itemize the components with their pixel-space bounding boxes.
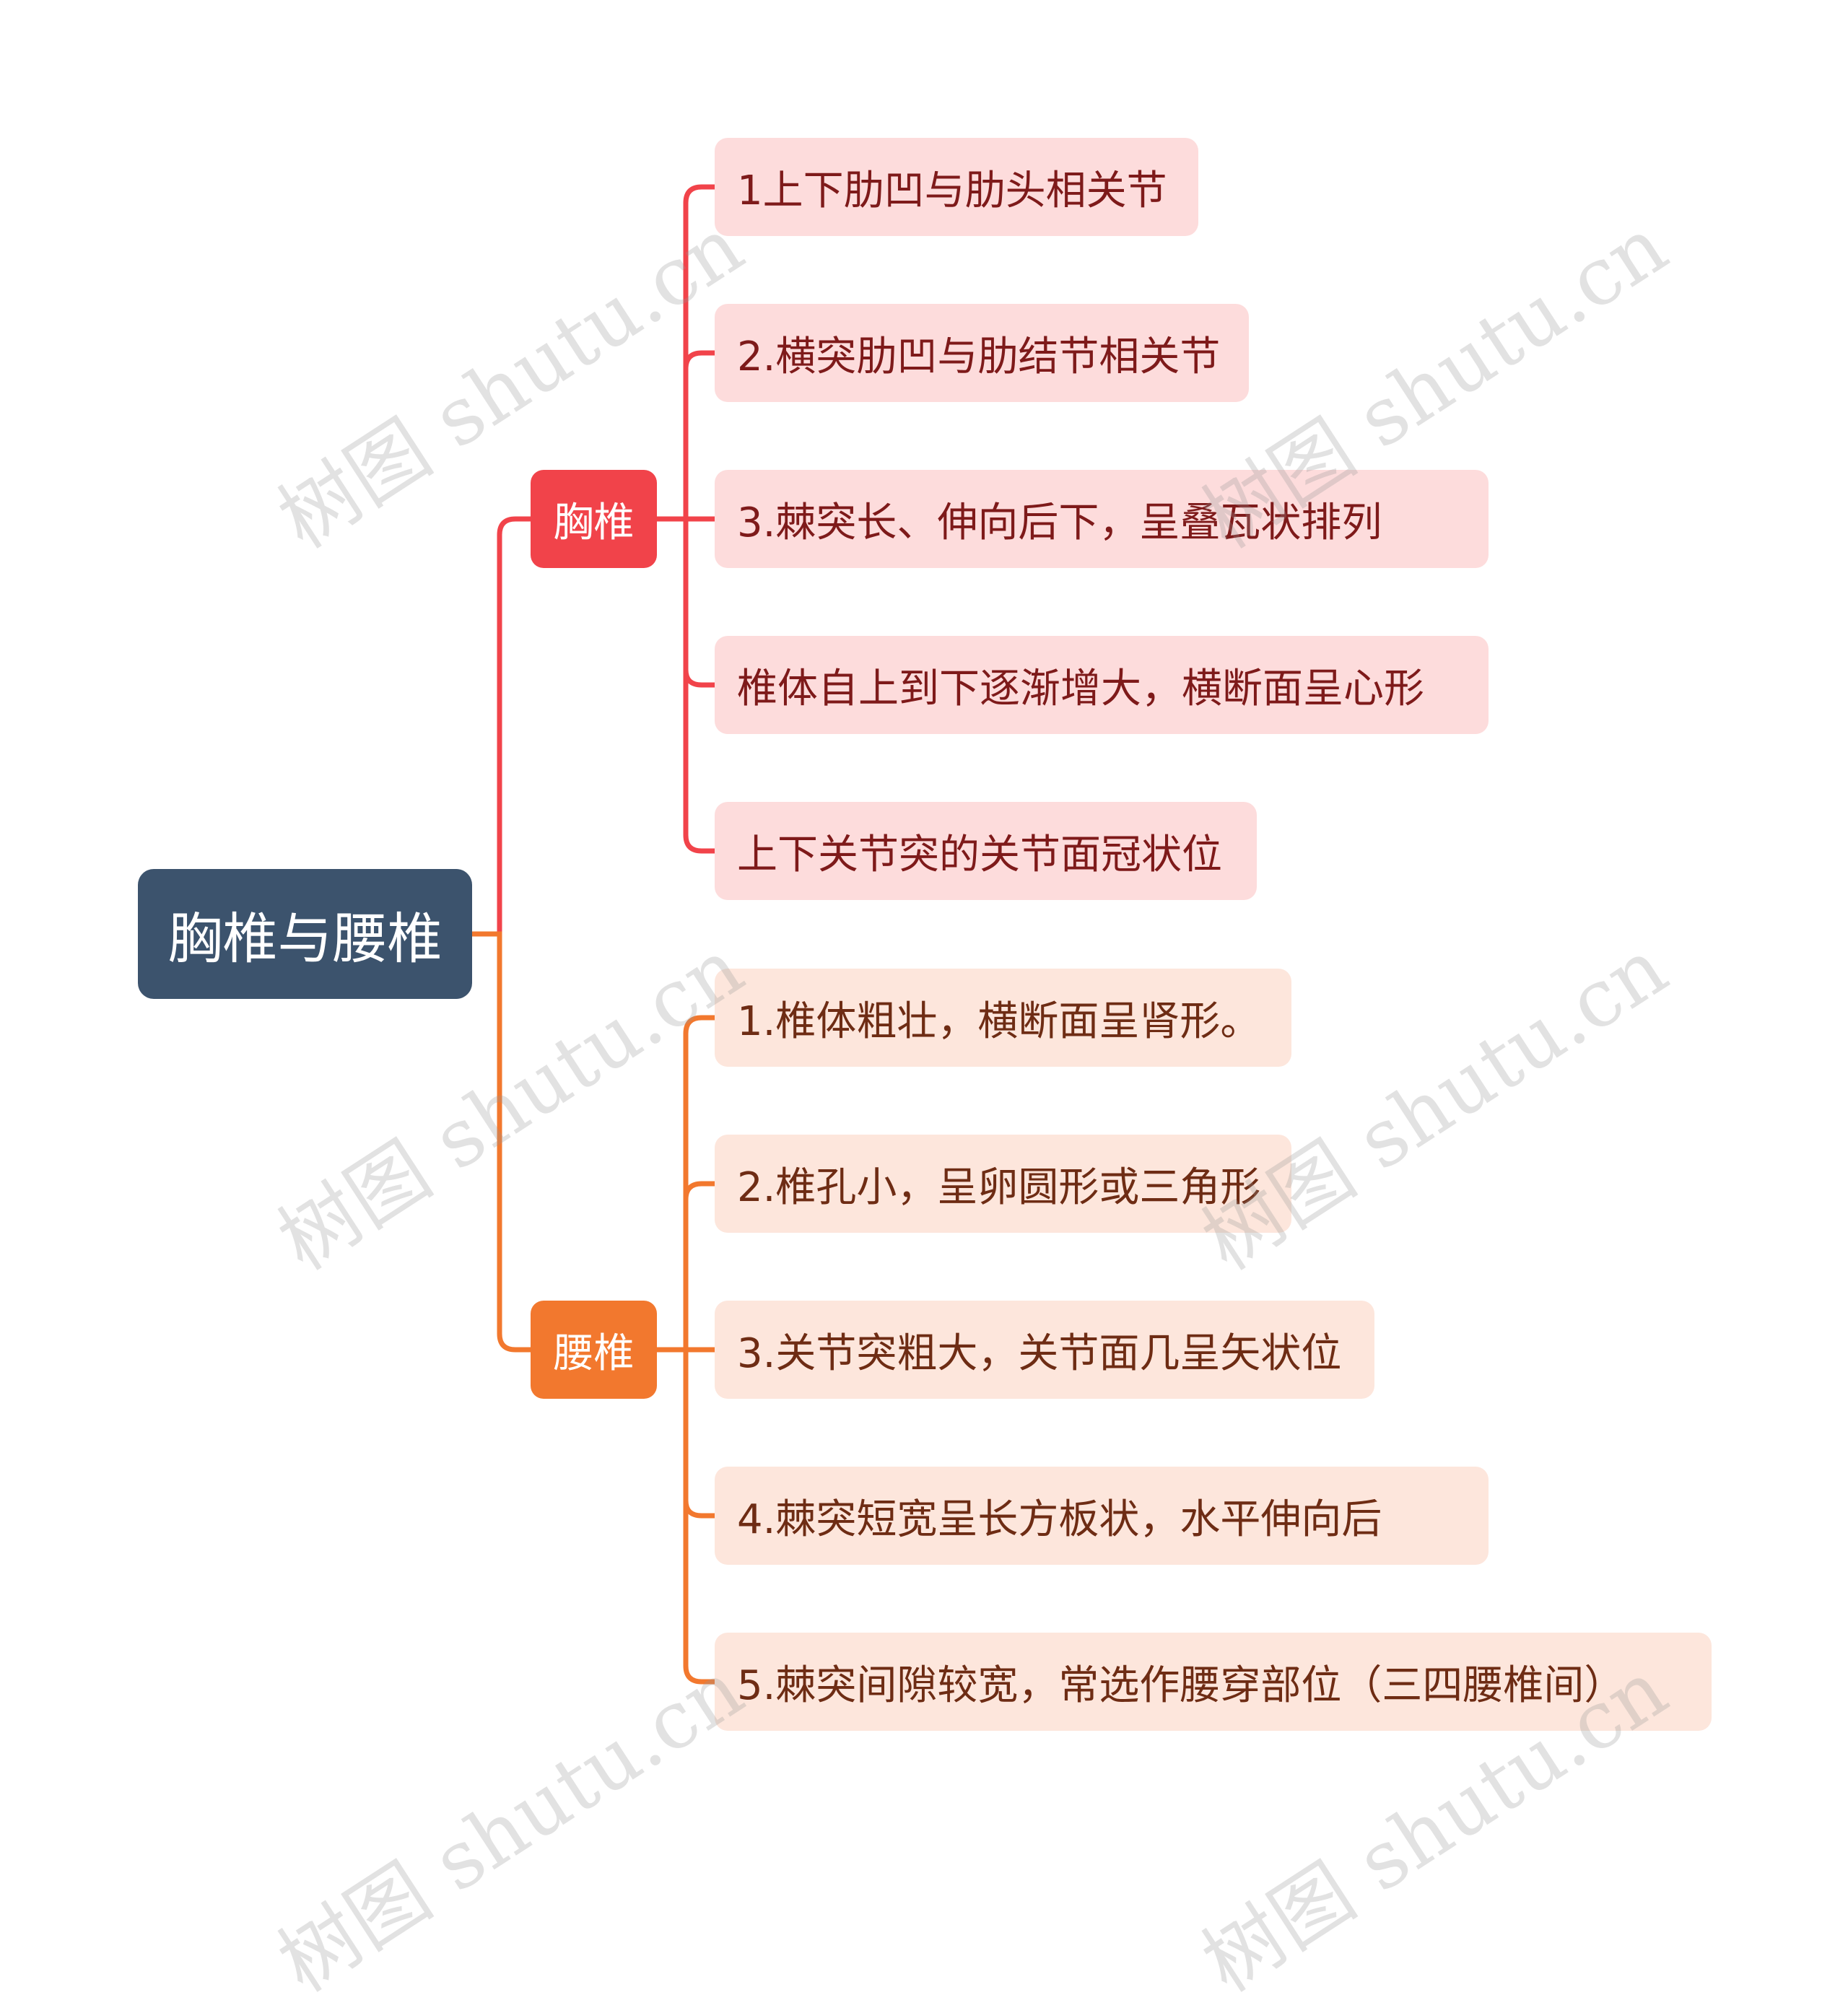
leaf-label: 1.椎体粗壮，横断面呈肾形。	[737, 997, 1261, 1045]
leaf-node[interactable]: 1.椎体粗壮，横断面呈肾形。	[715, 969, 1291, 1067]
leaf-label: 2.椎孔小，呈卵圆形或三角形	[737, 1163, 1261, 1211]
leaf-node[interactable]: 4.棘突短宽呈长方板状，水平伸向后	[715, 1467, 1489, 1565]
leaf-node[interactable]: 3.棘突长、伸向后下，呈叠瓦状排列	[715, 470, 1489, 568]
connector-lumbar-leaf-5	[683, 1501, 715, 1685]
branch-node-chest[interactable]: 胸椎	[531, 470, 657, 568]
leaf-label: 2.横突肋凹与肋结节相关节	[737, 333, 1221, 380]
leaf-label: 1上下肋凹与肋头相关节	[737, 167, 1167, 214]
connector-lines	[472, 184, 715, 1685]
root-label: 胸椎与腰椎	[167, 907, 443, 971]
branch-node-lumbar[interactable]: 腰椎	[531, 1301, 657, 1399]
leaf-label: 3.关节突粗大，关节面几呈矢状位	[737, 1329, 1342, 1377]
connector-chest-leaf-4	[683, 519, 715, 688]
connector-lumbar-leaf-2	[683, 1181, 715, 1200]
connector-root-chest	[472, 516, 531, 937]
branch-label: 腰椎	[553, 1329, 635, 1377]
leaf-node[interactable]: 2.椎孔小，呈卵圆形或三角形	[715, 1135, 1291, 1233]
leaf-label: 椎体自上到下逐渐增大，横断面呈心形	[737, 665, 1424, 712]
connector-lumbar-leaf-4	[683, 1350, 715, 1519]
leaf-label: 4.棘突短宽呈长方板状，水平伸向后	[737, 1495, 1382, 1543]
leaf-node[interactable]: 3.关节突粗大，关节面几呈矢状位	[715, 1301, 1374, 1399]
connector-root-lumbar	[472, 931, 531, 1353]
connector-chest-leaf-1	[683, 184, 715, 519]
leaf-label: 上下关节突的关节面冠状位	[737, 831, 1222, 878]
leaf-node[interactable]: 椎体自上到下逐渐增大，横断面呈心形	[715, 636, 1489, 734]
connector-lumbar-leaf-1	[683, 1015, 715, 1350]
leaf-label: 3.棘突长、伸向后下，呈叠瓦状排列	[737, 499, 1382, 546]
leaf-node[interactable]: 5.棘突间隙较宽，常选作腰穿部位（三四腰椎间）	[715, 1633, 1712, 1731]
connector-chest-leaf-2	[683, 350, 715, 370]
root-node[interactable]: 胸椎与腰椎	[138, 869, 472, 999]
leaf-label: 5.棘突间隙较宽，常选作腰穿部位（三四腰椎间）	[737, 1662, 1625, 1709]
connector-chest-leaf-5	[683, 670, 715, 854]
leaf-node[interactable]: 1上下肋凹与肋头相关节	[715, 138, 1198, 236]
leaf-node[interactable]: 2.横突肋凹与肋结节相关节	[715, 304, 1249, 402]
leaf-node[interactable]: 上下关节突的关节面冠状位	[715, 802, 1257, 900]
branch-label: 胸椎	[553, 499, 635, 546]
